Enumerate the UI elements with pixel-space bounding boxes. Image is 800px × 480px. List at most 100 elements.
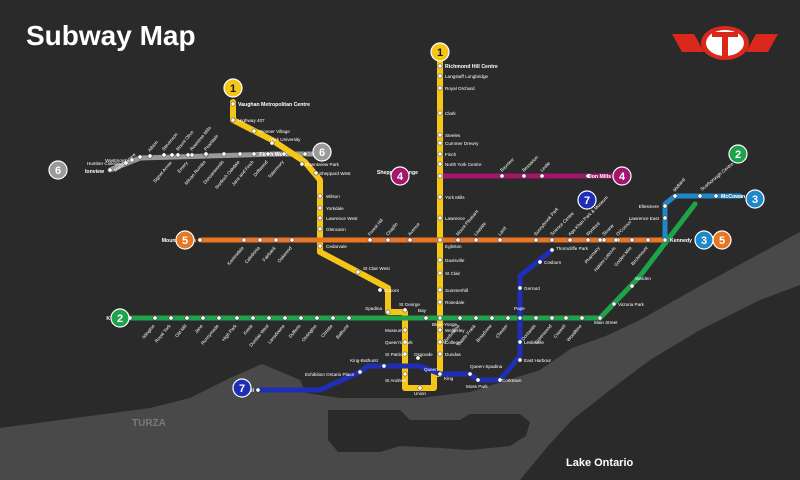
- station-dot-queen-s-park[interactable]: [402, 339, 408, 345]
- station-dot-leslieville[interactable]: [517, 339, 523, 345]
- station-dot-sheppard-west[interactable]: [313, 170, 319, 176]
- station-dot-lawrence-west[interactable]: [317, 215, 323, 221]
- station-dot-scarborough-centre[interactable]: [697, 193, 703, 199]
- station-dot-dufferin[interactable]: [298, 315, 304, 321]
- station-dot-leaside[interactable]: [473, 237, 479, 243]
- station-dot-leslie[interactable]: [539, 173, 545, 179]
- station-dot-osgoode[interactable]: [415, 355, 421, 361]
- station-dot-st-andrew[interactable]: [402, 371, 408, 377]
- station-dot-coxwell[interactable]: [563, 315, 569, 321]
- station-dot-finch[interactable]: [437, 151, 443, 157]
- station-dot-golden-mile[interactable]: [629, 237, 635, 243]
- station-dot-dupont[interactable]: [377, 287, 383, 293]
- station-dot-wilson[interactable]: [317, 193, 323, 199]
- station-dot-woodbine[interactable]: [579, 315, 585, 321]
- station-dot-cedarvale[interactable]: [317, 243, 323, 249]
- station-dot-steeles[interactable]: [437, 132, 443, 138]
- station-dot-jane[interactable]: [200, 315, 206, 321]
- station-dot-ossington[interactable]: [314, 315, 320, 321]
- station-dot-midland[interactable]: [672, 193, 678, 199]
- station-dot-york-mills[interactable]: [437, 194, 443, 200]
- station-dot-clark[interactable]: [437, 110, 443, 116]
- station-dot-st-george[interactable]: [402, 307, 408, 313]
- station-dot-islington[interactable]: [152, 315, 158, 321]
- station-dot-dundas-west[interactable]: [266, 315, 272, 321]
- station-dot-signet-arrow[interactable]: [169, 152, 175, 158]
- station-dot-greenwood[interactable]: [549, 315, 555, 321]
- station-dot-mccowan[interactable]: [713, 193, 719, 199]
- station-dot-warden[interactable]: [629, 283, 635, 289]
- station-dot-royal-orchard[interactable]: [437, 85, 443, 91]
- station-dot-keele[interactable]: [250, 315, 256, 321]
- station-dot-union[interactable]: [417, 385, 423, 391]
- station-dot-mount-pleasant[interactable]: [455, 237, 461, 243]
- station-dot-keelesdale[interactable]: [241, 237, 247, 243]
- station-dot-aga-khan-park-museum[interactable]: [567, 237, 573, 243]
- station-dot-museum[interactable]: [402, 327, 408, 333]
- station-dot-main-street[interactable]: [597, 315, 603, 321]
- station-dot-downsview-park[interactable]: [299, 161, 305, 167]
- station-dot-moss-park[interactable]: [475, 377, 481, 383]
- station-dot-high-park[interactable]: [234, 315, 240, 321]
- station-dot-runnymede[interactable]: [216, 315, 222, 321]
- station-dot-thorncliffe-park[interactable]: [549, 247, 555, 253]
- station-dot-oakwood[interactable]: [289, 237, 295, 243]
- station-dot-vaughan-metropolitan-centre[interactable]: [230, 101, 236, 107]
- station-dot-chester[interactable]: [505, 315, 511, 321]
- station-dot-corktown[interactable]: [497, 377, 503, 383]
- station-dot-highway-407[interactable]: [230, 117, 236, 123]
- station-dot-laird[interactable]: [497, 237, 503, 243]
- station-dot-fairbank[interactable]: [273, 237, 279, 243]
- station-dot-cummer-drewry[interactable]: [437, 140, 443, 146]
- station-dot-st-patrick[interactable]: [402, 351, 408, 357]
- station-dot-sloane[interactable]: [601, 237, 607, 243]
- station-dot-sherbourne[interactable]: [457, 315, 463, 321]
- station-dot-north-york-centre[interactable]: [437, 161, 443, 167]
- station-dot-pharmacy[interactable]: [597, 237, 603, 243]
- station-dot-christie[interactable]: [330, 315, 336, 321]
- station-dot-spadina[interactable]: [385, 309, 391, 315]
- station-dot-st-clair-west[interactable]: [355, 269, 361, 275]
- station-dot-castle-frank[interactable]: [473, 315, 479, 321]
- station-dot-martin-grove[interactable]: [137, 154, 143, 160]
- station-dot-pape[interactable]: [517, 315, 523, 321]
- station-dot-bayview[interactable]: [499, 173, 505, 179]
- station-dot-sheppard-yonge[interactable]: [437, 173, 443, 179]
- station-dot-dundas[interactable]: [437, 351, 443, 357]
- station-dot-yorkdale[interactable]: [317, 205, 323, 211]
- station-dot-rowntree-mills[interactable]: [189, 152, 195, 158]
- station-dot-don-mills[interactable]: [585, 173, 591, 179]
- station-dot-caledonia[interactable]: [257, 237, 263, 243]
- station-dot-birchmount[interactable]: [645, 237, 651, 243]
- station-dot-queen-spadina[interactable]: [467, 371, 473, 377]
- station-dot-milvan-rumike[interactable]: [203, 151, 209, 157]
- station-dot-mount-olive[interactable]: [175, 152, 181, 158]
- station-dot-lawrence[interactable]: [437, 215, 443, 221]
- station-dot-old-mill[interactable]: [184, 315, 190, 321]
- station-dot-sentinel[interactable]: [255, 387, 261, 393]
- station-dot-driftwood[interactable]: [265, 151, 271, 157]
- station-dot-forest-hill[interactable]: [367, 237, 373, 243]
- station-dot-humber-college[interactable]: [123, 160, 129, 166]
- station-dot-wynford[interactable]: [585, 237, 591, 243]
- station-dot-donlands[interactable]: [533, 315, 539, 321]
- station-dot-st-clair[interactable]: [437, 270, 443, 276]
- station-dot-finch-west[interactable]: [302, 151, 308, 157]
- station-dot-east-harbour[interactable]: [517, 357, 523, 363]
- station-dot-stevenson[interactable]: [161, 152, 167, 158]
- station-dot-science-centre[interactable]: [549, 237, 555, 243]
- station-dot-king-bathurst[interactable]: [381, 363, 387, 369]
- station-dot-albion[interactable]: [147, 153, 153, 159]
- station-dot-exhibition-ontario-place[interactable]: [357, 369, 363, 375]
- station-dot-bay[interactable]: [423, 315, 429, 321]
- station-dot-kennedy[interactable]: [662, 237, 668, 243]
- station-dot-tobermory[interactable]: [281, 151, 287, 157]
- station-dot-bloor-yonge[interactable]: [437, 315, 443, 321]
- station-dot-rosedale[interactable]: [437, 299, 443, 305]
- station-dot-gerrard[interactable]: [517, 285, 523, 291]
- station-dot-york-university[interactable]: [269, 140, 275, 146]
- station-dot-glencairn[interactable]: [317, 226, 323, 232]
- station-dot-king[interactable]: [437, 371, 443, 377]
- station-dot-emery[interactable]: [185, 152, 191, 158]
- station-dot-bessarion[interactable]: [521, 173, 527, 179]
